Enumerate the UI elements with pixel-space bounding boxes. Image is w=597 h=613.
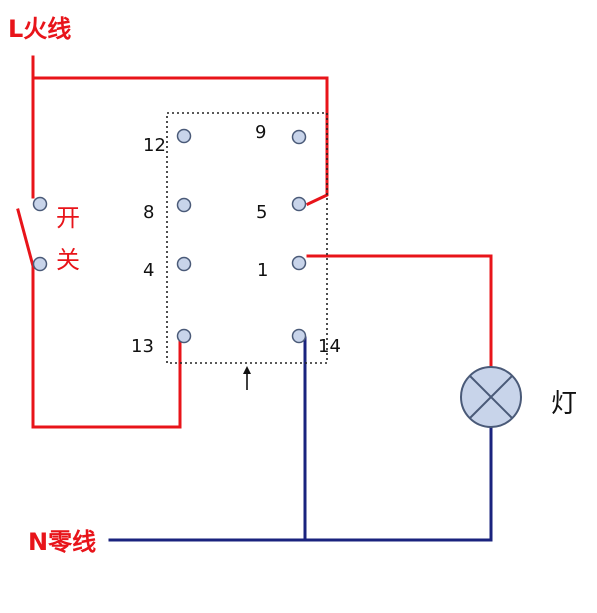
switch-label-top: 开	[56, 204, 80, 232]
pin-label-14: 14	[318, 336, 341, 357]
live-wires	[16, 55, 493, 429]
switch-return-wire	[31, 266, 182, 429]
switch-blade	[16, 208, 35, 268]
pin-label-5: 5	[256, 202, 268, 223]
terminal-9	[291, 129, 307, 145]
terminal-1	[291, 255, 307, 271]
terminals	[32, 128, 307, 344]
live-wire-label: L火线	[8, 15, 72, 43]
switch-terminal-bottom	[32, 256, 48, 272]
switch-terminal-top	[32, 196, 48, 212]
terminal-8	[176, 197, 192, 213]
pin-label-13: 13	[131, 336, 154, 357]
neutral-wire-label: N零线	[28, 528, 97, 556]
pin-label-9: 9	[255, 122, 267, 143]
terminal-14	[291, 328, 307, 344]
terminal-13	[176, 328, 192, 344]
pin-label-8: 8	[143, 202, 155, 223]
pin-label-1: 1	[257, 260, 269, 281]
terminal-12	[176, 128, 192, 144]
lamp-label: 灯	[551, 389, 578, 419]
relay-outline	[166, 112, 328, 364]
relay-arrow-icon	[243, 366, 251, 390]
switch-label-bottom: 关	[56, 246, 80, 274]
lamp-icon	[460, 366, 522, 428]
lamp-feed-wire	[306, 254, 493, 370]
pin-label-12: 12	[143, 135, 166, 156]
neutral-wires	[108, 336, 493, 542]
terminal-4	[176, 256, 192, 272]
pin-label-4: 4	[143, 260, 155, 281]
live-wire-top-branch	[31, 76, 329, 206]
neutral-wire-main	[108, 426, 493, 542]
terminal-5	[291, 196, 307, 212]
